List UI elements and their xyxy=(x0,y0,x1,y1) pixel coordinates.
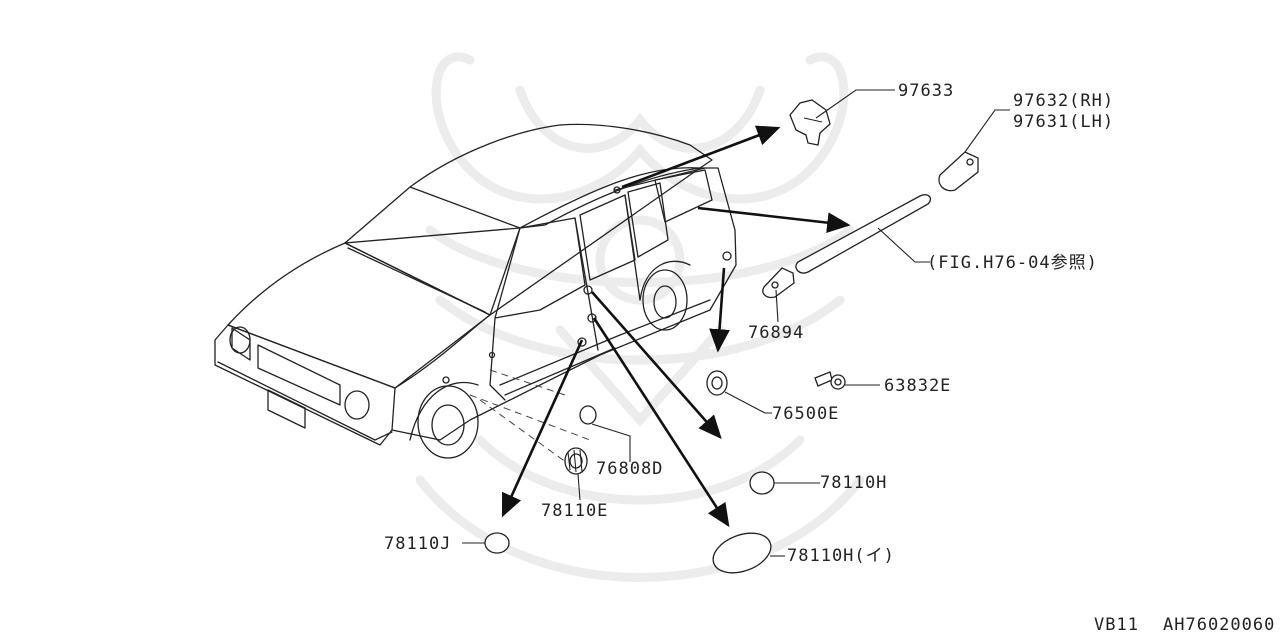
callout-78110h-i: 78110H(イ) xyxy=(787,546,895,566)
callout-63832e: 63832E xyxy=(884,376,951,396)
part-97631-end-cap xyxy=(938,151,979,192)
part-78110h-plug xyxy=(749,471,775,495)
callout-78110h: 78110H xyxy=(820,473,887,493)
part-callout-labels: 97633 97632(RH) 97631(LH) (FIG.H76-04参照)… xyxy=(384,81,1114,566)
callout-97633: 97633 xyxy=(898,81,954,101)
leader-lines xyxy=(462,89,1010,557)
part-76808d-plug xyxy=(579,405,597,425)
callout-76500e: 76500E xyxy=(772,404,839,424)
part-78110j-plug xyxy=(484,532,510,554)
callout-76894: 76894 xyxy=(748,323,804,343)
model-code: VB11 xyxy=(1094,615,1139,635)
car-illustration xyxy=(214,123,737,459)
pointer-arrows xyxy=(501,125,851,528)
part-76894-bracket xyxy=(762,267,795,299)
part-78110h-i-oval-plug xyxy=(712,532,772,574)
callout-fig-reference: (FIG.H76-04参照) xyxy=(927,253,1098,273)
callout-78110j: 78110J xyxy=(384,534,451,554)
part-97633-clip xyxy=(789,99,831,146)
drawing-footer: VB11 AH76020060 xyxy=(1094,615,1275,635)
part-rod xyxy=(795,194,932,274)
samurai-helmet-logo-icon xyxy=(415,52,865,582)
part-76500e-grommet xyxy=(706,370,728,396)
callout-97631: 97631(LH) xyxy=(1013,112,1114,132)
callout-78110e: 78110E xyxy=(541,501,608,521)
hidden-lines xyxy=(469,369,591,466)
drawing-code: AH76020060 xyxy=(1163,615,1275,635)
part-78110e-grommet xyxy=(564,447,588,475)
callout-97632: 97632(RH) xyxy=(1013,91,1114,111)
callout-76808d: 76808D xyxy=(596,459,663,479)
part-63832e-screw xyxy=(814,371,846,390)
